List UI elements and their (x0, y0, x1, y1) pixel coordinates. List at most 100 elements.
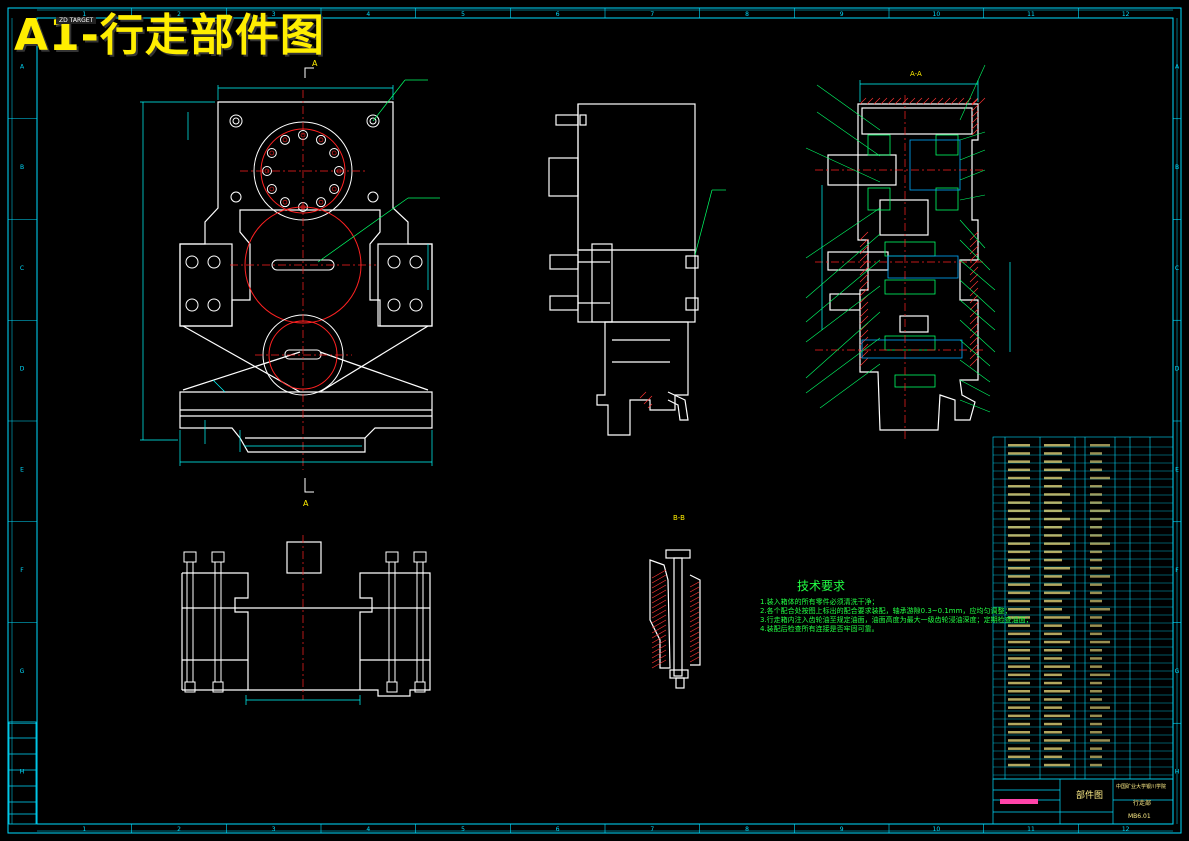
flange-bolt-core (318, 199, 324, 205)
parts-row-name-fill (1044, 591, 1070, 595)
parts-row-material-fill (1090, 493, 1102, 496)
zone-number-top: 6 (556, 11, 560, 18)
leader-line (805, 207, 881, 259)
parts-row-code-fill (1008, 575, 1030, 578)
leader-line (959, 219, 986, 249)
flange-bolt-hole (280, 197, 290, 208)
parts-row-material-fill (1090, 460, 1102, 463)
zone-number-top: 9 (840, 11, 844, 18)
parts-row-name-fill (1044, 567, 1070, 570)
parts-row-code-fill (1008, 444, 1030, 447)
parts-row-material-fill (1090, 698, 1102, 701)
parts-row-name-fill (1044, 542, 1070, 545)
leader-line (959, 169, 986, 181)
zone-letter-right: E (1175, 466, 1179, 473)
parts-row-name-fill (1044, 763, 1070, 767)
parts-row-code-fill (1008, 485, 1030, 488)
parts-row-code-fill (1008, 534, 1030, 537)
parts-row-code-fill (1008, 476, 1030, 480)
zone-number-top: 8 (745, 11, 749, 18)
flange-bolt-core (269, 150, 275, 156)
zone-number-top: 4 (366, 11, 370, 18)
zone-number-top: 5 (461, 11, 465, 18)
stamp-label: ZD TARGET (56, 17, 97, 24)
parts-row-material-fill (1090, 476, 1110, 480)
parts-row-name-fill (1044, 649, 1062, 652)
parts-row-code-fill (1008, 763, 1030, 767)
title-block-part-name: 行走部 (1133, 800, 1152, 807)
parts-row-material-fill (1090, 665, 1102, 668)
parts-row-code-fill (1008, 558, 1030, 562)
leader-line (959, 399, 991, 413)
parts-row-material-fill (1090, 444, 1110, 447)
section-bb-label: B-B (673, 514, 685, 522)
parts-list-table (992, 436, 1174, 780)
zone-letter-right: C (1175, 265, 1179, 272)
zone-number-bottom: 10 (933, 826, 941, 833)
left-side-panel (8, 721, 37, 825)
parts-row-material-fill (1090, 509, 1110, 513)
leader-line (819, 363, 881, 409)
parts-row-name-fill (1044, 731, 1062, 734)
parts-row-material-fill (1090, 747, 1102, 750)
title-block-highlight (1000, 799, 1038, 804)
zone-letter-right: B (1175, 164, 1179, 171)
parts-row-name-fill (1044, 599, 1062, 603)
parts-row-code-fill (1008, 739, 1030, 742)
zone-number-top: 7 (650, 11, 654, 18)
flange-bolt-hole (266, 148, 277, 158)
zone-letter-left: B (20, 164, 24, 171)
tech-requirement-item: 3.行走箱内注入齿轮油至规定油面，油面高度为最大一级齿轮浸油深度；定期检查油面； (760, 616, 1033, 624)
parts-row-name-fill (1044, 624, 1062, 627)
parts-row-material-fill (1090, 468, 1102, 472)
parts-row-name-fill (1044, 690, 1070, 693)
zone-number-bottom: 9 (840, 826, 844, 833)
parts-row-material-fill (1090, 501, 1102, 504)
parts-row-code-fill (1008, 591, 1030, 595)
zone-number-bottom: 6 (556, 826, 560, 833)
parts-row-code-fill (1008, 640, 1030, 644)
parts-row-code-fill (1008, 755, 1030, 759)
parts-row-name-fill (1044, 468, 1070, 472)
zone-letter-left: H (20, 769, 25, 776)
leader-line (959, 299, 996, 331)
zone-number-top: 12 (1122, 11, 1130, 18)
parts-row-name-fill (1044, 493, 1070, 496)
parts-row-material-fill (1090, 583, 1102, 586)
leader-line (959, 279, 996, 313)
flange-bolt-core (282, 199, 288, 205)
parts-row-name-fill (1044, 476, 1062, 480)
front-view-centerlines (230, 90, 376, 470)
parts-row-material-fill (1090, 599, 1102, 603)
zone-letter-left: F (20, 567, 24, 574)
zone-number-bottom: 1 (82, 826, 86, 833)
parts-row-material-fill (1090, 550, 1102, 554)
parts-row-material-fill (1090, 616, 1102, 619)
parts-row-name-fill (1044, 616, 1070, 619)
tech-requirement-item: 2.各个配合处按图上标出的配合要求装配，轴承游隙0.3~0.1mm，应均匀调整； (760, 607, 1012, 615)
zone-letter-right: A (1175, 63, 1180, 70)
parts-row-material-fill (1090, 558, 1102, 562)
parts-row-material-fill (1090, 640, 1110, 644)
parts-row-material-fill (1090, 714, 1102, 718)
parts-row-material-fill (1090, 690, 1102, 693)
leader-line (959, 359, 991, 383)
zone-letter-right: F (1175, 567, 1179, 574)
parts-row-name-fill (1044, 608, 1062, 611)
side-view-hatching (639, 391, 653, 409)
parts-row-material-fill (1090, 591, 1102, 595)
parts-row-code-fill (1008, 583, 1030, 586)
bolt-nut (184, 681, 196, 693)
title-block-school: 中国矿业大学银川学院 (1116, 784, 1167, 790)
zone-letter-left: E (20, 466, 24, 473)
zone-number-bottom: 12 (1122, 826, 1130, 833)
section-aa-centerlines (815, 95, 985, 440)
parts-row-material-fill (1090, 517, 1102, 521)
parts-row-material-fill (1090, 534, 1102, 537)
flange-bolt-core (331, 186, 337, 192)
parts-row-code-fill (1008, 542, 1030, 545)
parts-row-code-fill (1008, 714, 1030, 718)
flange-bolt-hole (329, 184, 340, 194)
parts-row-name-fill (1044, 640, 1070, 644)
parts-row-material-fill (1090, 632, 1102, 636)
